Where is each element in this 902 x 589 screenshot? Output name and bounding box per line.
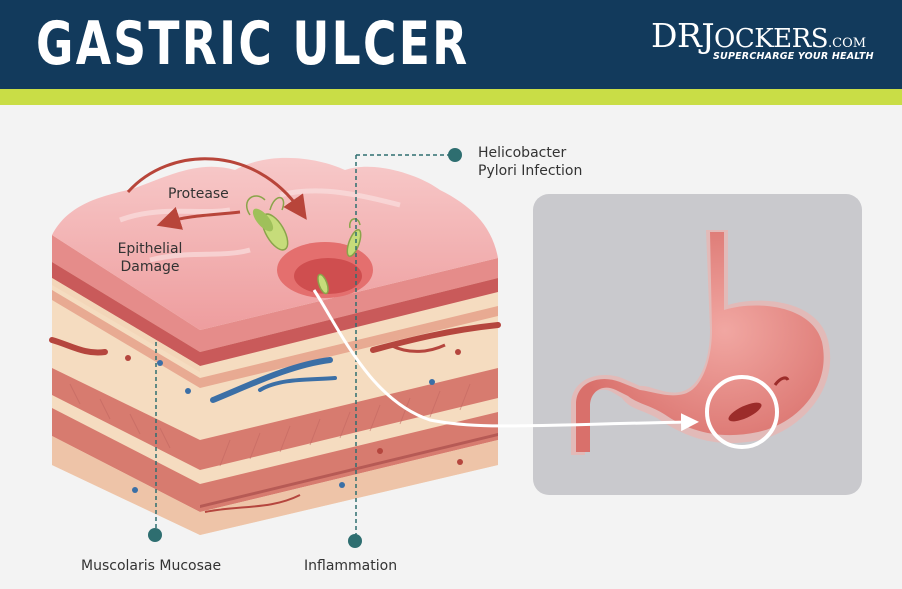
tissue-right-face bbox=[200, 258, 498, 535]
protease-arrow-right bbox=[126, 157, 307, 220]
brand-tagline: SUPERCHARGE YOUR HEALTH bbox=[713, 51, 874, 62]
label-helicobacter: Helicobacter Pylori Infection bbox=[478, 144, 582, 180]
tissue-left-face bbox=[52, 235, 200, 535]
muscolaris-marker bbox=[148, 528, 162, 542]
label-epithelial-line1: Epithelial bbox=[117, 241, 183, 257]
label-helicobacter-line2: Pylori Infection bbox=[478, 163, 583, 179]
label-muscolaris-mucosae: Muscolaris Mucosae bbox=[81, 558, 222, 574]
helicobacter-marker bbox=[448, 148, 462, 162]
blood-vessels bbox=[49, 322, 501, 513]
leader-lines bbox=[155, 154, 454, 540]
header-banner: GASTRIC ULCER DRJOCKERS.COM SUPERCHARGE … bbox=[0, 0, 902, 89]
label-inflammation: Inflammation bbox=[304, 558, 398, 574]
brand-ockers: OCKERS bbox=[714, 24, 829, 54]
accent-stripe bbox=[0, 89, 902, 105]
brand-logo[interactable]: DRJOCKERS.COM SUPERCHARGE YOUR HEALTH bbox=[651, 18, 874, 63]
page-title: GASTRIC ULCER bbox=[36, 9, 470, 79]
ulcer-highlight-ring bbox=[705, 375, 779, 449]
inflammation-marker bbox=[348, 534, 362, 548]
muscle-striations bbox=[69, 383, 471, 467]
label-helicobacter-line1: Helicobacter bbox=[478, 145, 567, 161]
h-pylori-bacteria bbox=[245, 195, 362, 295]
brand-com: .COM bbox=[828, 36, 867, 51]
protease-arrow-left bbox=[156, 206, 241, 230]
label-protease: Protease bbox=[168, 186, 229, 202]
label-epithelial-damage: Epithelial Damage bbox=[110, 240, 190, 276]
stomach-illustration bbox=[571, 230, 831, 455]
brand-dr: DR bbox=[651, 16, 702, 55]
brand-name: DRJOCKERS.COM bbox=[651, 18, 866, 62]
zoom-connector-arrow bbox=[312, 289, 699, 432]
label-epithelial-line2: Damage bbox=[120, 259, 180, 275]
brand-j: J bbox=[701, 16, 715, 55]
